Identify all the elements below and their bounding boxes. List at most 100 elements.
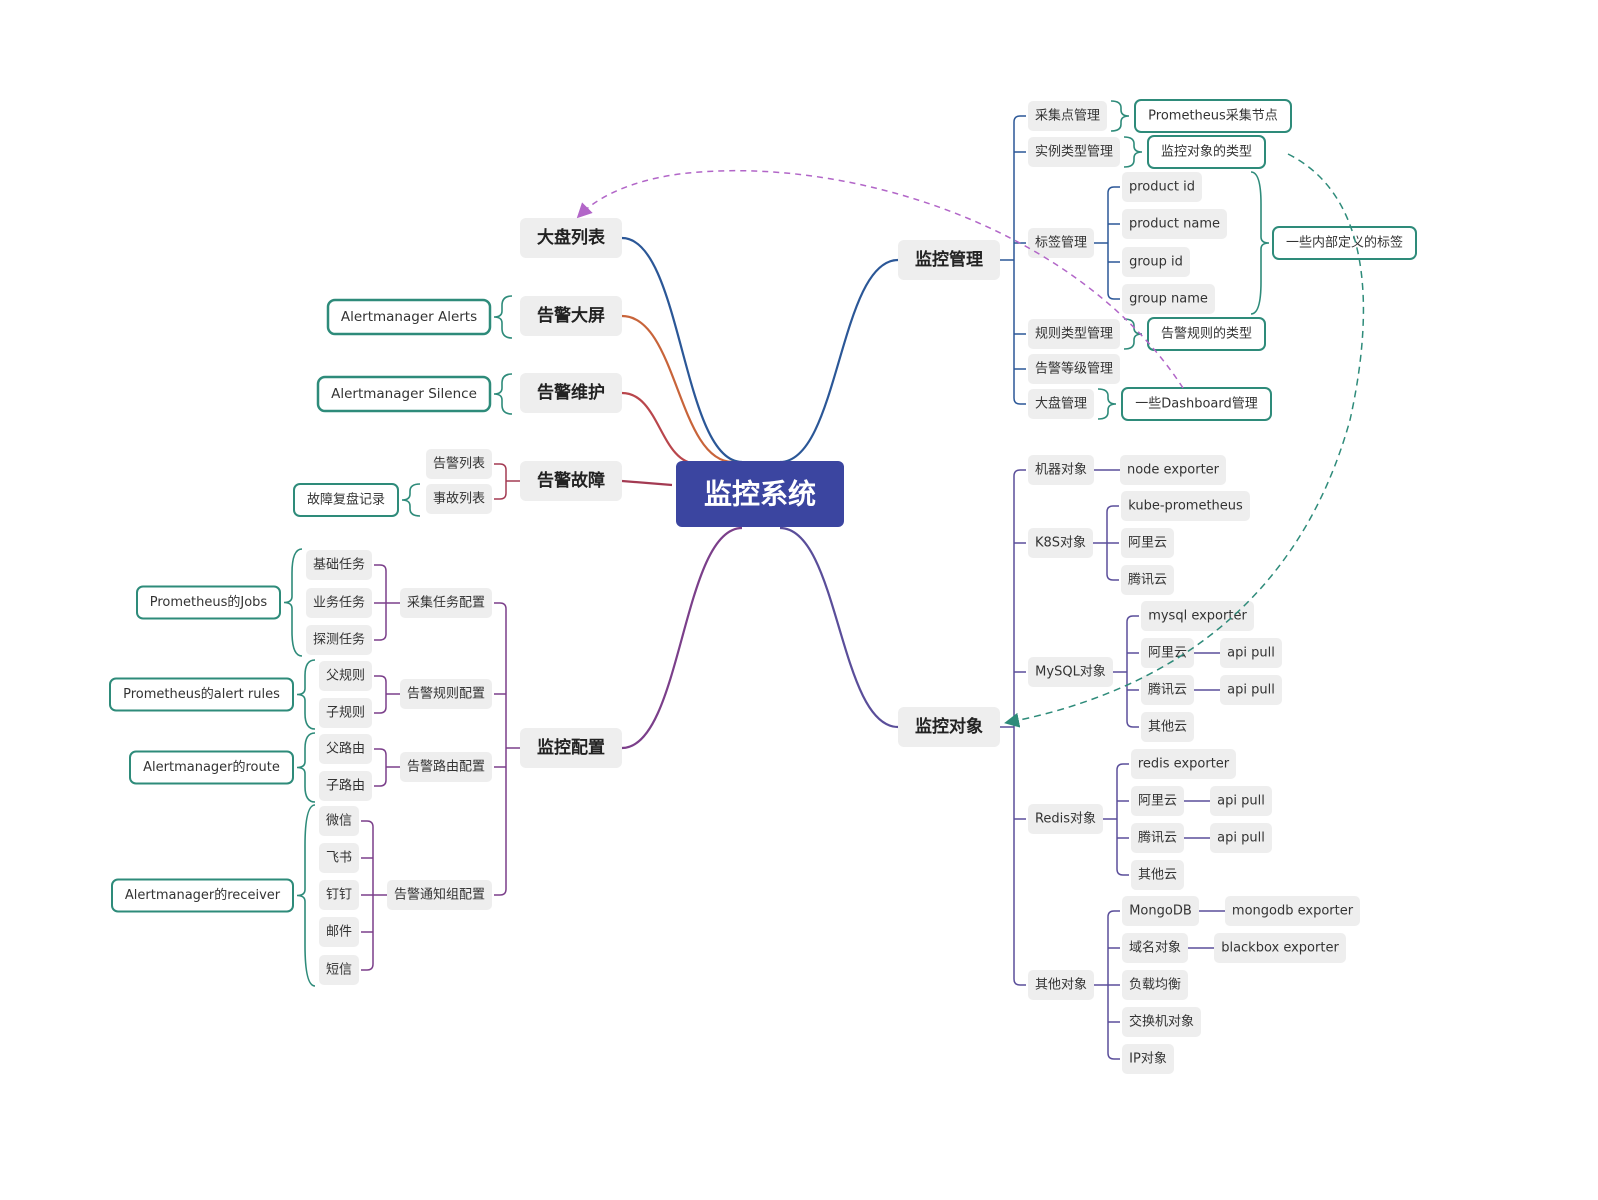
connector	[494, 602, 507, 610]
obj-k8s[interactable]: K8S对象	[1028, 528, 1093, 558]
config-group-4-item-2-box	[319, 843, 359, 873]
config-group-1-item-3[interactable]: 探测任务	[306, 625, 372, 655]
config-group-4[interactable]: 告警通知组配置	[387, 880, 492, 910]
mgmt-item-1-label: 采集点管理	[1035, 108, 1100, 124]
mgmt-tag-4[interactable]: group name	[1122, 284, 1215, 314]
obj-mysql-exporter[interactable]: mysql exporter	[1141, 601, 1254, 631]
obj-redis-exporter[interactable]: redis exporter	[1131, 749, 1236, 779]
obj-other-child-5-label: IP对象	[1129, 1052, 1167, 1067]
obj-mysql-cloud-3[interactable]: 其他云	[1141, 712, 1194, 742]
note-alertmanager-silence[interactable]: Alertmanager Silence	[316, 375, 492, 413]
obj-redis-cloud-2-pull-box	[1210, 823, 1272, 853]
obj-other-child-3[interactable]: 负载均衡	[1122, 970, 1188, 1000]
central-topic[interactable]: 监控系统	[676, 461, 844, 527]
obj-k8s-child-3-box	[1121, 565, 1174, 595]
note-alertmanager-alerts[interactable]: Alertmanager Alerts	[326, 298, 492, 336]
config-group-4-item-1[interactable]: 微信	[319, 806, 359, 836]
topic-alert-screen[interactable]: 告警大屏	[520, 296, 622, 336]
obj-mysql[interactable]: MySQL对象	[1028, 657, 1113, 687]
config-group-4-item-4[interactable]: 邮件	[319, 917, 359, 947]
mgmt-tag-1[interactable]: product id	[1122, 172, 1202, 202]
config-group-4-item-5[interactable]: 短信	[319, 955, 359, 985]
obj-redis-cloud-3-label: 其他云	[1138, 868, 1177, 883]
mgmt-item-1[interactable]: 采集点管理	[1028, 101, 1107, 131]
obj-redis[interactable]: Redis对象	[1028, 804, 1103, 834]
obj-redis-cloud-3[interactable]: 其他云	[1131, 860, 1184, 890]
obj-machine[interactable]: 机器对象	[1028, 455, 1094, 485]
topic-monitor-objects[interactable]: 监控对象	[898, 707, 1000, 747]
mgmt-item-2-note[interactable]: 监控对象的类型	[1147, 135, 1266, 169]
obj-other-child-1-exporter[interactable]: mongodb exporter	[1225, 896, 1360, 926]
config-group-3-item-1[interactable]: 父路由	[319, 734, 372, 764]
obj-k8s-child-3[interactable]: 腾讯云	[1121, 565, 1174, 595]
central-topic-box	[676, 461, 844, 527]
connector	[494, 463, 507, 471]
config-group-4-item-2[interactable]: 飞书	[319, 843, 359, 873]
mgmt-tag-3[interactable]: group id	[1122, 247, 1190, 277]
config-group-2-item-2[interactable]: 子规则	[319, 698, 372, 728]
obj-other[interactable]: 其他对象	[1028, 970, 1094, 1000]
mgmt-item-5[interactable]: 告警等级管理	[1028, 354, 1120, 384]
topic-monitor-mgmt[interactable]: 监控管理	[898, 240, 1000, 280]
obj-mysql-cloud-1[interactable]: 阿里云	[1141, 638, 1194, 668]
obj-redis-cloud-2[interactable]: 腾讯云	[1131, 823, 1184, 853]
obj-other-child-2-exporter[interactable]: blackbox exporter	[1214, 933, 1346, 963]
config-group-4-note[interactable]: Alertmanager的receiver	[111, 878, 294, 913]
obj-other-child-1[interactable]: MongoDB	[1122, 896, 1199, 926]
relation-dashboard-mgmt-to-dashboard-list	[576, 169, 1184, 389]
mgmt-tags-note[interactable]: 一些内部定义的标签	[1272, 226, 1417, 260]
obj-machine-label: 机器对象	[1035, 463, 1087, 478]
fault-item-alert-list[interactable]: 告警列表	[426, 449, 492, 479]
config-group-1-item-1[interactable]: 基础任务	[306, 550, 372, 580]
fault-item-incident-list[interactable]: 事故列表	[426, 484, 492, 514]
note-fault-review[interactable]: 故障复盘记录	[293, 483, 399, 517]
mgmt-item-6[interactable]: 大盘管理	[1028, 389, 1094, 419]
obj-machine-node-exporter[interactable]: node exporter	[1120, 455, 1226, 485]
obj-mysql-cloud-1-pull[interactable]: api pull	[1220, 638, 1282, 668]
connector	[493, 373, 513, 415]
obj-mysql-cloud-1-label: 阿里云	[1148, 646, 1187, 661]
mgmt-item-3[interactable]: 标签管理	[1028, 228, 1094, 258]
obj-mysql-cloud-2-pull[interactable]: api pull	[1220, 675, 1282, 705]
config-group-2-item-1[interactable]: 父规则	[319, 661, 372, 691]
obj-other-child-2[interactable]: 域名对象	[1122, 933, 1188, 963]
topic-monitor-config[interactable]: 监控配置	[520, 728, 622, 768]
mgmt-item-4[interactable]: 规则类型管理	[1028, 319, 1120, 349]
config-group-1-item-2[interactable]: 业务任务	[306, 588, 372, 618]
obj-other-child-4[interactable]: 交换机对象	[1122, 1007, 1201, 1037]
config-group-4-item-3[interactable]: 钉钉	[319, 880, 359, 910]
mgmt-item-2[interactable]: 实例类型管理	[1028, 137, 1120, 167]
obj-redis-cloud-1-pull[interactable]: api pull	[1210, 786, 1272, 816]
obj-k8s-child-2[interactable]: 阿里云	[1121, 528, 1174, 558]
config-group-3-note[interactable]: Alertmanager的route	[129, 750, 294, 785]
obj-redis-cloud-1[interactable]: 阿里云	[1131, 786, 1184, 816]
obj-other-child-5[interactable]: IP对象	[1122, 1044, 1174, 1074]
obj-mysql-cloud-2[interactable]: 腾讯云	[1141, 675, 1194, 705]
config-group-1-note[interactable]: Prometheus的Jobs	[136, 585, 281, 620]
topic-monitor-config-box	[520, 728, 622, 768]
topic-monitor-mgmt-label: 监控管理	[915, 249, 983, 270]
mgmt-item-6-note[interactable]: 一些Dashboard管理	[1121, 387, 1272, 421]
connector	[401, 483, 421, 517]
mgmt-item-1-note[interactable]: Prometheus采集节点	[1134, 99, 1292, 133]
config-group-2[interactable]: 告警规则配置	[400, 679, 492, 709]
mgmt-tag-1-box	[1122, 172, 1202, 202]
config-group-3[interactable]: 告警路由配置	[400, 752, 492, 782]
obj-other-child-3-box	[1122, 970, 1188, 1000]
obj-mysql-cloud-2-pull-label: api pull	[1227, 683, 1275, 698]
connector	[361, 963, 374, 971]
config-group-2-note[interactable]: Prometheus的alert rules	[109, 677, 294, 712]
topic-dashboard-list[interactable]: 大盘列表	[520, 218, 622, 258]
obj-redis-cloud-2-pull[interactable]: api pull	[1210, 823, 1272, 853]
obj-redis-cloud-1-label: 阿里云	[1138, 794, 1177, 809]
topic-alert-maintain[interactable]: 告警维护	[520, 373, 622, 413]
obj-k8s-child-1[interactable]: kube-prometheus	[1121, 491, 1250, 521]
mgmt-item-4-note[interactable]: 告警规则的类型	[1147, 317, 1266, 351]
obj-k8s-child-1-label: kube-prometheus	[1128, 499, 1243, 514]
config-group-3-item-2[interactable]: 子路由	[319, 771, 372, 801]
mgmt-tags-note-box	[1272, 226, 1417, 260]
mgmt-tag-2-box	[1122, 209, 1227, 239]
topic-alert-fault[interactable]: 告警故障	[520, 461, 622, 501]
config-group-1[interactable]: 采集任务配置	[400, 588, 492, 618]
mgmt-tag-2[interactable]: product name	[1122, 209, 1227, 239]
